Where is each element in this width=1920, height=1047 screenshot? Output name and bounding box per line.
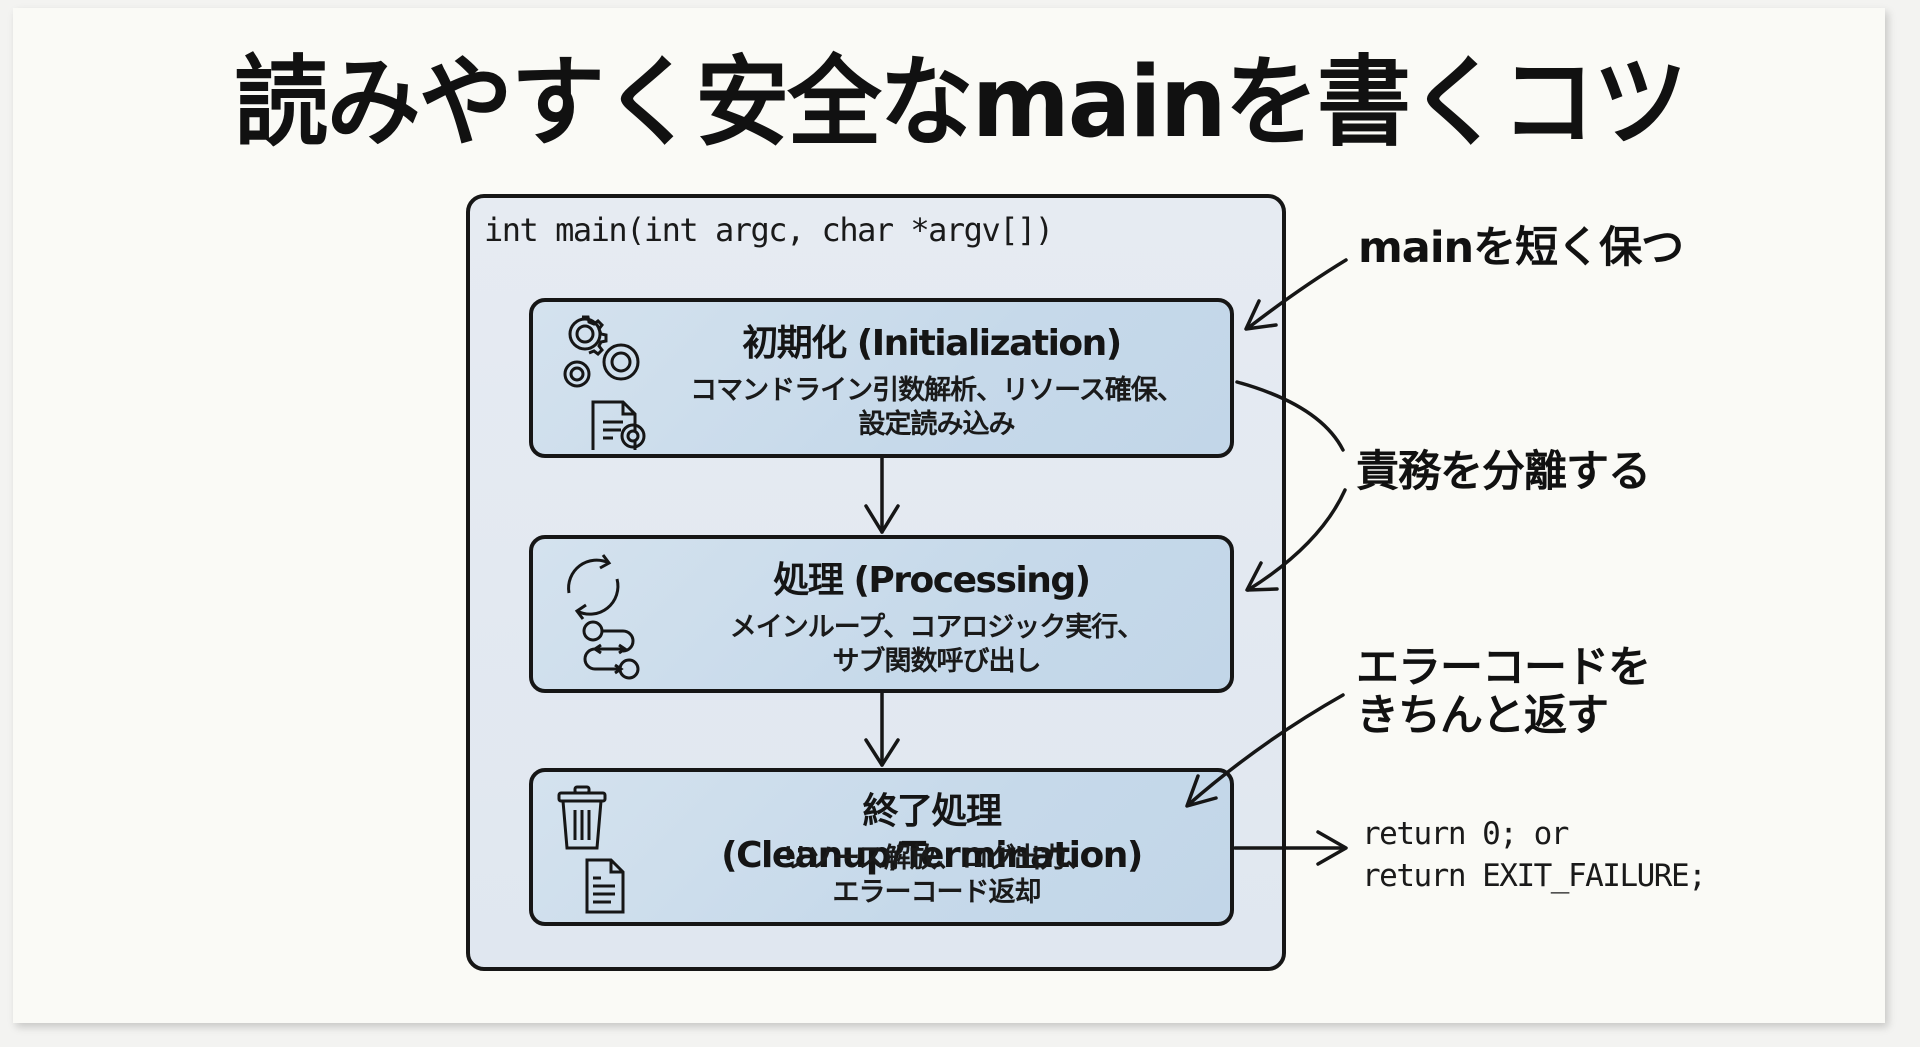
page-title: 読みやすく安全なmainを書くコツ xyxy=(234,46,1687,160)
stage-heading: 処理 (Processing) xyxy=(773,560,1091,601)
stage-description-line: エラーコード返却 xyxy=(832,877,1042,908)
stage-description-line: サブ関数呼び出し xyxy=(832,646,1042,677)
stage-heading: 初期化 (Initialization) xyxy=(742,323,1122,364)
return-code-line: return 0; or xyxy=(1362,816,1569,852)
gears-document-icon xyxy=(551,310,661,454)
return-code-line: return EXIT_FAILURE; xyxy=(1362,858,1707,894)
stage-heading: 終了処理 (Cleanup/Termination) xyxy=(721,791,1143,876)
annotation-return-error-codes-line2: きちんと返す xyxy=(1356,691,1609,741)
return-code-snippet: return 0; or return EXIT_FAILURE; xyxy=(1362,813,1707,897)
stage-description-line: コマンドライン引数解析、リソース確保、 xyxy=(690,375,1184,406)
main-signature: int main(int argc, char *argv[]) xyxy=(484,211,1054,249)
stage-description-line: 設定読み込み xyxy=(858,409,1016,440)
stage-description-line: リソース解放、ログ出力、 xyxy=(781,843,1093,874)
annotation-separate-responsibilities: 責務を分離する xyxy=(1356,447,1651,497)
stage-initialization: 初期化 (Initialization) コマンドライン引数解析、リソース確保、… xyxy=(529,298,1234,458)
stage-processing: 処理 (Processing) メインループ、コアロジック実行、 サブ関数呼び出… xyxy=(529,535,1234,693)
cycle-flow-icon xyxy=(551,549,651,689)
annotation-keep-main-short: mainを短く保つ xyxy=(1358,223,1684,273)
trash-document-icon xyxy=(557,784,657,924)
annotation-return-error-codes-line1: エラーコードを xyxy=(1356,643,1651,693)
stage-cleanup: 終了処理 (Cleanup/Termination) リソース解放、ログ出力、 … xyxy=(529,768,1234,926)
stage-description-line: メインループ、コアロジック実行、 xyxy=(729,612,1145,643)
